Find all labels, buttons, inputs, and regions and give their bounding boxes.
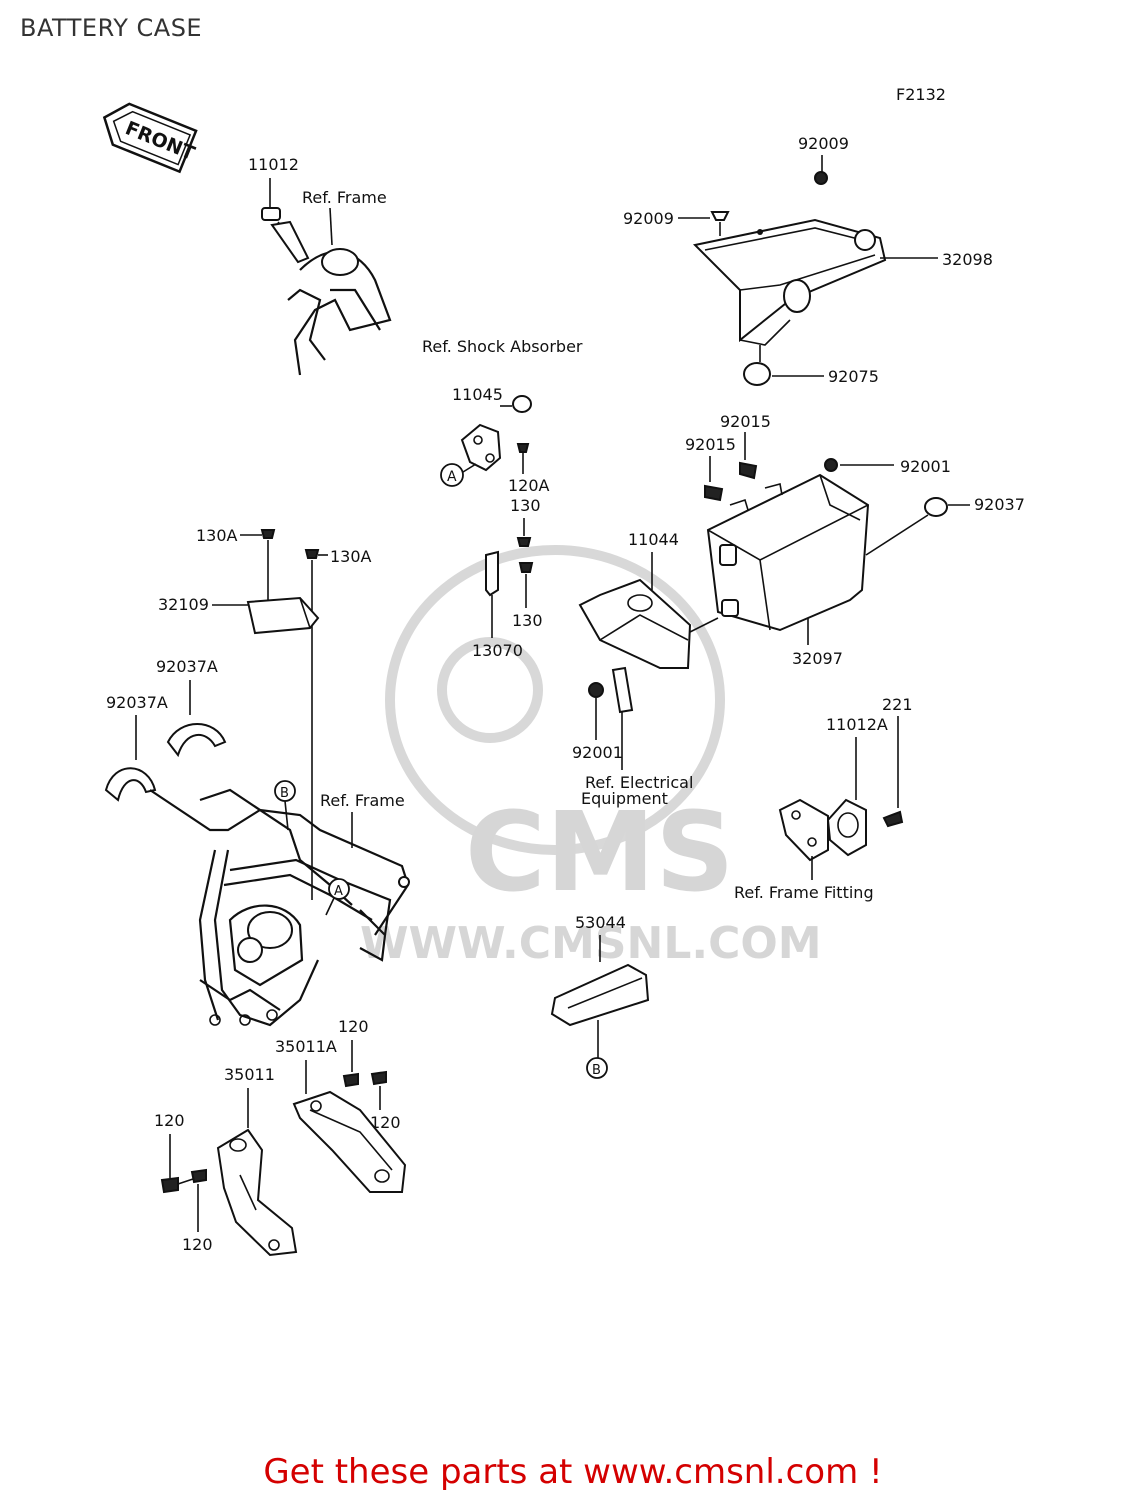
ref-label-frame-fitting: Ref. Frame Fitting (734, 883, 874, 902)
clamp-92037A-lower (104, 767, 157, 802)
promo-link[interactable]: Get these parts at www.cmsnl.com ! (263, 1452, 883, 1492)
watermark-url: WWW.CMSNL.COM (360, 918, 822, 969)
bolt-120A (516, 443, 530, 453)
part-label-92015-left: 92015 (685, 435, 736, 454)
bolt-120-a (342, 1072, 359, 1088)
fitting-plate (778, 798, 829, 862)
part-label-130A-left: 130A (196, 526, 238, 545)
nut-92001-bottom (588, 682, 604, 698)
part-label-92009-top: 92009 (798, 134, 849, 153)
part-label-32109: 32109 (158, 595, 209, 614)
part-label-92001-right: 92001 (900, 457, 951, 476)
marker-a-frame (328, 878, 350, 900)
damper-92075 (743, 362, 771, 386)
marker-a-upper-label: A (447, 469, 457, 485)
clamp-92037A-upper (166, 723, 227, 758)
screw-92009-left (710, 211, 730, 221)
part-label-92009-left: 92009 (623, 209, 674, 228)
battery-case-32097 (706, 473, 870, 632)
part-label-120-c: 120 (154, 1111, 185, 1130)
part-label-53044: 53044 (575, 913, 626, 932)
bolt-120-b (370, 1070, 387, 1086)
part-label-32097: 32097 (792, 649, 843, 668)
bolt-130A-left (260, 529, 276, 539)
part-label-35011A: 35011A (275, 1037, 337, 1056)
part-label-130A-right: 130A (330, 547, 372, 566)
part-label-120A: 120A (508, 476, 550, 495)
screw-221 (882, 810, 904, 828)
cushion-92037 (924, 497, 948, 517)
part-label-11012: 11012 (248, 155, 299, 174)
part-label-11012A: 11012A (826, 715, 888, 734)
watermark: CMS WWW.CMSNL.COM (360, 545, 822, 969)
part-label-35011: 35011 (224, 1065, 275, 1084)
marker-a-frame-label: A (334, 884, 343, 899)
clip-92015-left (704, 484, 724, 502)
watermark-ring (385, 545, 725, 855)
part-label-92037A-lower: 92037A (106, 693, 168, 712)
bracket-11045 (460, 423, 502, 472)
bracket-35011 (216, 1128, 298, 1257)
marker-b-protector-label: B (592, 1063, 601, 1078)
strap-part (611, 666, 634, 714)
battery-cover-32098 (692, 218, 887, 346)
bolt-130A-right (304, 549, 320, 559)
bolt-120-d (190, 1168, 207, 1184)
part-label-92037: 92037 (974, 495, 1025, 514)
nut-92001-right (824, 458, 838, 472)
collar-11045 (512, 395, 532, 413)
part-label-120-b: 120 (370, 1113, 401, 1132)
ref-label-electrical-2: Equipment (581, 789, 668, 808)
part-label-13070: 13070 (472, 641, 523, 660)
part-label-11045: 11045 (452, 385, 503, 404)
watermark-face (437, 637, 543, 743)
bolt-130-bottom (518, 562, 534, 573)
ref-label-frame-mid: Ref. Frame (320, 791, 405, 810)
part-label-11044: 11044 (628, 530, 679, 549)
marker-a-upper (440, 463, 464, 487)
screw-92009-top (814, 171, 828, 185)
bracket-35011A (292, 1090, 407, 1193)
promo-banner: Get these parts at www.cmsnl.com ! (0, 1452, 1146, 1492)
ref-label-frame-top: Ref. Frame (302, 188, 387, 207)
part-label-92001-bottom: 92001 (572, 743, 623, 762)
part-label-120-a: 120 (338, 1017, 369, 1036)
ref-label-electrical-1: Ref. Electrical (585, 773, 693, 792)
clip-92015-top (739, 461, 758, 480)
part-label-32098: 32098 (942, 250, 993, 269)
part-label-130-bottom: 130 (512, 611, 543, 630)
page-title: BATTERY CASE (20, 14, 203, 42)
figure-code: F2132 (896, 85, 946, 104)
part-label-120-d: 120 (182, 1235, 213, 1254)
part-label-92015-top: 92015 (720, 412, 771, 431)
ref-label-shock-absorber: Ref. Shock Absorber (422, 337, 583, 356)
bracket-11044 (578, 578, 692, 669)
part-label-130-top: 130 (510, 496, 541, 515)
watermark-brand: CMS (465, 788, 734, 916)
part-label-92037A-upper: 92037A (156, 657, 218, 676)
marker-b-frame-label: B (280, 786, 289, 801)
bolt-120-c (160, 1176, 179, 1194)
plate-32109 (246, 596, 320, 635)
bolt-130-top (516, 537, 532, 547)
bracket-13070 (485, 550, 499, 597)
bracket-11012A (826, 798, 867, 857)
marker-b-protector (586, 1057, 608, 1079)
part-label-92075: 92075 (828, 367, 879, 386)
frame-detail-top (261, 207, 392, 376)
main-frame (149, 788, 410, 1027)
front-arrow-icon: FRONT (102, 102, 198, 174)
part-label-221: 221 (882, 695, 913, 714)
